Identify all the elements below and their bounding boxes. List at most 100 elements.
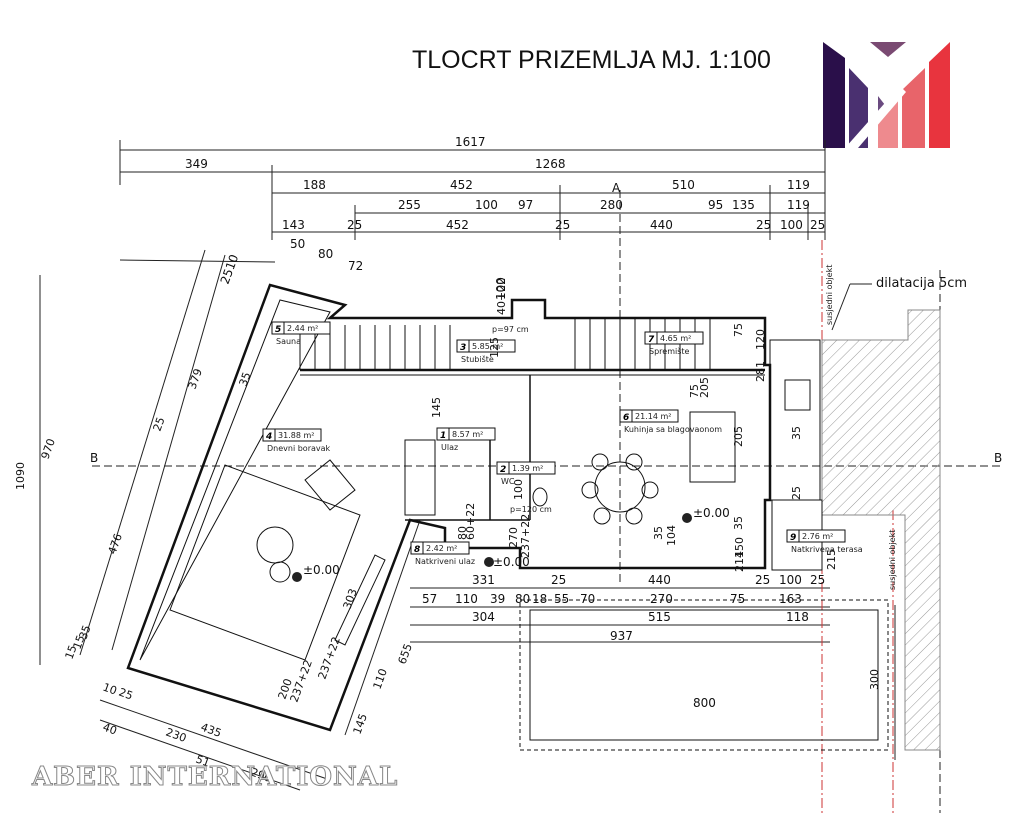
dimension-label: 1268 — [535, 157, 566, 171]
dimension-label: 145 — [351, 712, 370, 736]
dilatation-note: dilatacija 5cm — [876, 276, 967, 291]
dimension-label: 95 — [708, 198, 723, 212]
dimension-label: 10 — [101, 681, 119, 698]
dimension-label: 970 — [39, 437, 58, 461]
dimension-label: 15 — [71, 633, 88, 651]
dimension-label: 435 — [199, 721, 223, 740]
dimension-label: 25 — [756, 218, 771, 232]
stairs — [299, 318, 711, 370]
dimension-label: 104 — [665, 525, 678, 546]
room-area: 21.14 m² — [635, 412, 671, 421]
room-area: 8.57 m² — [452, 430, 483, 439]
furniture — [169, 379, 811, 661]
dimension-label: 510 — [672, 178, 695, 192]
room-name: Stubište — [461, 354, 494, 364]
room-number: 2 — [500, 465, 506, 475]
dimension-label: 35 — [77, 623, 94, 641]
dimension-label: 379 — [186, 367, 205, 391]
room-name: Dnevni boravak — [267, 444, 331, 453]
dimension-label: 35 — [790, 426, 803, 440]
dimension-label: 300 — [868, 669, 881, 690]
room-label-box — [786, 529, 846, 543]
dimension-label: 72 — [348, 259, 363, 273]
dimension-label: 35 — [652, 526, 665, 540]
room-number: 7 — [648, 335, 655, 345]
dimension-label: 35 — [237, 370, 254, 388]
dimension-label: 80 — [318, 247, 333, 261]
room-label: 1 8.57 m² Ulaz — [436, 427, 496, 452]
dimension-label: 25 — [347, 218, 362, 232]
dimension-label: 237+22 — [519, 514, 532, 558]
dimension-label: 57 — [422, 592, 437, 606]
section-a-label: A — [612, 181, 621, 195]
room-number: 1 — [440, 431, 446, 441]
dimension-label: 205 — [698, 377, 711, 398]
room-label-box — [619, 409, 679, 423]
dimension-label: 110 — [455, 592, 478, 606]
watermark: ABER INTERNATIONAL — [31, 762, 398, 792]
dimension-label: 25 — [790, 486, 803, 500]
dimension-label: 937 — [610, 629, 633, 643]
dimension-label: 75 — [688, 384, 701, 398]
plan-title: TLOCRT PRIZEMLJA MJ. 1:100 — [412, 46, 771, 74]
dimension-label: 655 — [396, 642, 415, 666]
dimension-label: 25 — [117, 686, 135, 703]
dimension-label: 25 — [755, 573, 770, 587]
dimension-label: 118 — [786, 610, 809, 624]
room-number: 5 — [275, 325, 281, 335]
dimension-label: 15 — [63, 643, 80, 661]
dimension-label: 80 — [456, 526, 469, 540]
dimension-label: 800 — [693, 696, 716, 710]
dimension-label: 70 — [580, 592, 595, 606]
room-number: 8 — [414, 545, 420, 555]
room-area: 1.39 m² — [512, 464, 543, 473]
room-label: 6 21.14 m² Kuhinja sa blagovaonom — [619, 409, 722, 434]
room-label-box — [456, 339, 516, 353]
dimension-label: 188 — [303, 178, 326, 192]
room-name: Ulaz — [441, 443, 458, 452]
dimension-label: 50 — [290, 237, 305, 251]
neighbour-label: susjedni objekt — [888, 530, 897, 590]
room-label-box — [271, 321, 331, 335]
dimension-label: 119 — [787, 178, 810, 192]
neighbour-building — [821, 309, 941, 751]
dimension-label: 145 — [430, 397, 443, 418]
dimension-label: 214 — [733, 551, 746, 572]
room-name: Spremište — [649, 346, 690, 356]
dimension-label: 80 — [515, 592, 530, 606]
dimension-label: 2510 — [218, 253, 242, 286]
level-label: ±0.00 — [693, 506, 730, 520]
room-number: 6 — [623, 413, 629, 423]
dimension-lines — [39, 140, 896, 791]
dilatation-leader — [831, 283, 851, 331]
dimension-label: 25 — [810, 218, 825, 232]
dimension-label: 237+22 — [316, 635, 343, 681]
room-label-box — [436, 427, 496, 441]
dimension-label: 120 — [754, 329, 767, 350]
dimension-label: 349 — [185, 157, 208, 171]
dimension-label: 230 — [164, 726, 188, 745]
room-label-box — [410, 541, 470, 555]
dimension-label: 60+22 — [464, 503, 477, 540]
section-b-left-label: B — [90, 451, 98, 465]
room-name: Kuhinja sa blagovaonom — [624, 425, 722, 434]
dimension-label: 25 — [810, 573, 825, 587]
dimension-label: 100 — [779, 573, 802, 587]
dimension-label: 255 — [398, 198, 421, 212]
level-label: ±0.00 — [493, 555, 530, 569]
company-logo — [823, 42, 950, 148]
dimension-label: 440 — [648, 573, 671, 587]
dimension-label: 100 — [512, 479, 525, 500]
dimension-label: 110 — [371, 667, 390, 691]
dimension-label: 51 — [194, 753, 212, 770]
room-area: 4.65 m² — [660, 334, 691, 343]
dimension-label: 1090 — [14, 462, 27, 490]
room-label-box — [644, 331, 704, 345]
dimension-label: 452 — [450, 178, 473, 192]
